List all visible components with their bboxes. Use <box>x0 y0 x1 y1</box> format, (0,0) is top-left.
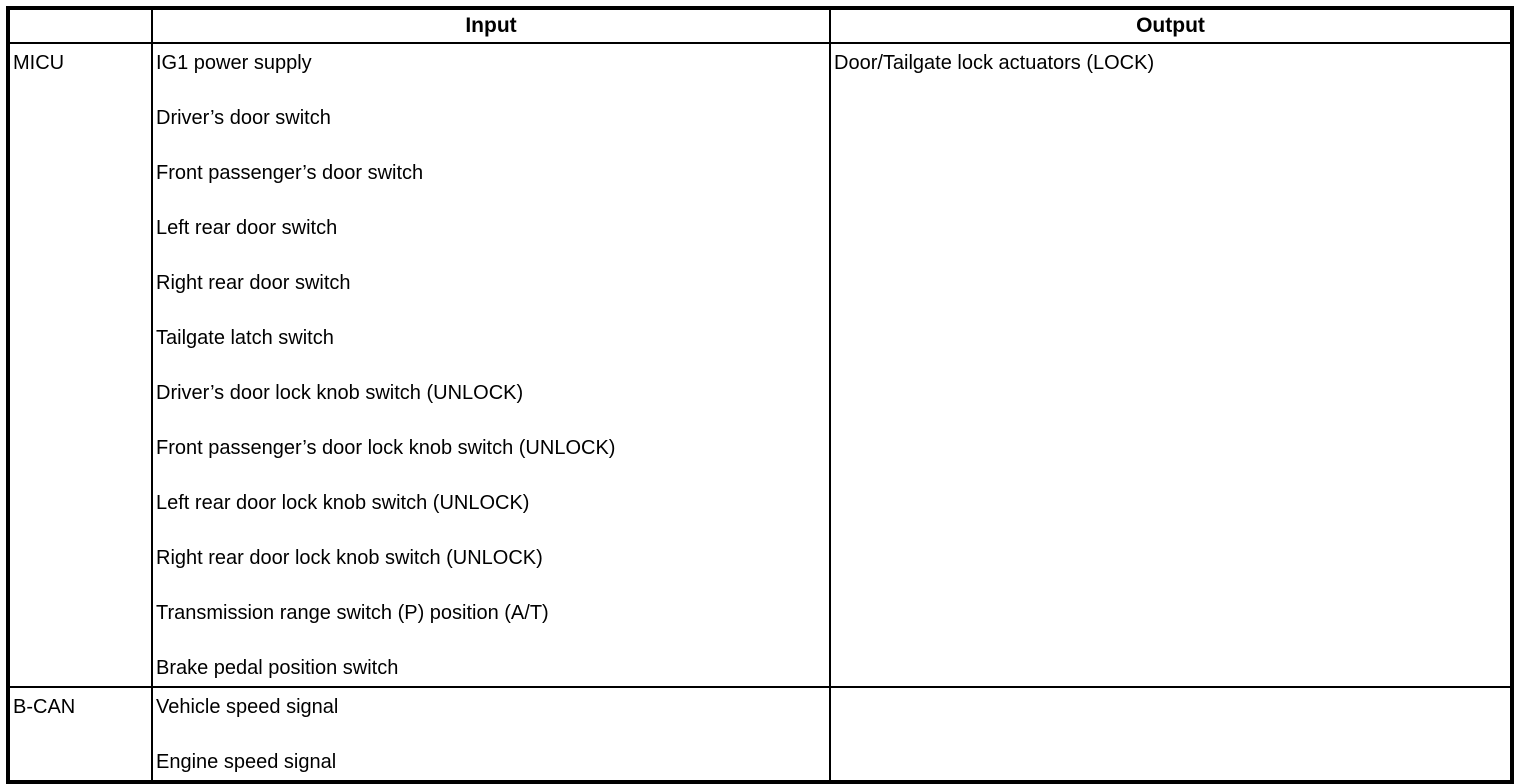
micu-source-cell: MICU <box>7 42 153 688</box>
list-item: Transmission range switch (P) position (… <box>156 602 549 624</box>
header-source-cell <box>7 7 153 44</box>
list-item: IG1 power supply <box>156 52 312 74</box>
list-item: Right rear door lock knob switch (UNLOCK… <box>156 547 543 569</box>
micu-output-cell: Door/Tailgate lock actuators (LOCK) <box>829 42 1513 688</box>
source-label: B-CAN <box>13 696 76 718</box>
micu-input-cell: IG1 power supply Driver’s door switch Fr… <box>151 42 831 688</box>
header-row: Input Output <box>7 7 1513 44</box>
bcan-source-cell: B-CAN <box>7 686 153 783</box>
list-item: Front passenger’s door switch <box>156 162 424 184</box>
list-item: Left rear door lock knob switch (UNLOCK) <box>156 492 530 514</box>
source-label: MICU <box>13 52 65 74</box>
list-item: Brake pedal position switch <box>156 657 399 679</box>
header-input: Input <box>151 7 831 44</box>
bcan-output-cell <box>829 686 1513 783</box>
list-item: Driver’s door switch <box>156 107 331 129</box>
list-item: Tailgate latch switch <box>156 327 334 349</box>
table-row-micu: MICU IG1 power supply Driver’s door swit… <box>7 42 1513 688</box>
list-item: Front passenger’s door lock knob switch … <box>156 437 616 459</box>
list-item: Right rear door switch <box>156 272 351 294</box>
header-output: Output <box>829 7 1513 44</box>
input-output-table: Input Output MICU IG1 power supply Drive… <box>6 6 1514 784</box>
list-item: Driver’s door lock knob switch (UNLOCK) <box>156 382 524 404</box>
bcan-input-cell: Vehicle speed signal Engine speed signal <box>151 686 831 783</box>
list-item: Vehicle speed signal <box>156 696 339 718</box>
list-item: Door/Tailgate lock actuators (LOCK) <box>834 52 1155 74</box>
table-row-bcan: B-CAN Vehicle speed signal Engine speed … <box>7 686 1513 783</box>
list-item: Engine speed signal <box>156 751 337 773</box>
list-item: Left rear door switch <box>156 217 338 239</box>
